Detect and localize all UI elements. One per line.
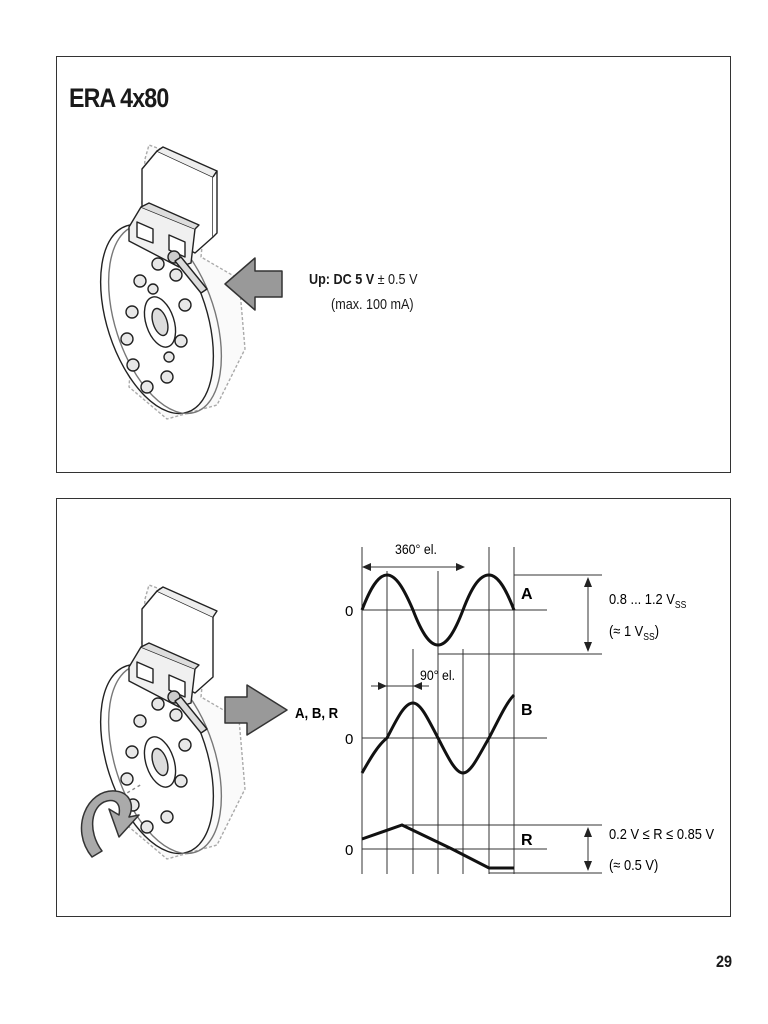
zero-label-b: 0 xyxy=(345,731,353,748)
period-label: 360° el. xyxy=(395,541,437,557)
supply-label: Up: xyxy=(309,271,330,288)
zero-label-a: 0 xyxy=(345,603,353,620)
output-arrow-icon xyxy=(224,684,288,736)
level-lines xyxy=(362,574,602,874)
signal-b-curve xyxy=(360,693,516,775)
rotation-arrow-icon xyxy=(80,790,140,858)
supply-arrow-icon xyxy=(224,257,283,311)
ab-nominal-spec: (≈ 1 VSS) xyxy=(609,622,659,642)
r-nominal-spec: (≈ 0.5 V) xyxy=(609,856,658,873)
period-dimension xyxy=(362,563,465,571)
phase-label: 90° el. xyxy=(420,667,455,683)
supply-panel: ERA 4x80 xyxy=(56,56,731,473)
ab-amplitude-arrow xyxy=(584,577,592,652)
ab-amplitude-spec: 0.8 ... 1.2 VSS xyxy=(609,590,686,610)
page-title: ERA 4x80 xyxy=(69,83,169,113)
r-range-spec: 0.2 V ≤ R ≤ 0.85 V xyxy=(609,825,715,842)
output-label: A, B, R xyxy=(295,704,338,721)
signal-b-label: B xyxy=(521,702,533,719)
zero-label-r: 0 xyxy=(345,842,353,859)
encoder-illustration xyxy=(99,584,246,860)
signal-a-label: A xyxy=(521,586,533,603)
signal-panel: A, B, R 360° el. xyxy=(56,498,731,917)
supply-tolerance: ± 0.5 V xyxy=(377,271,418,288)
r-range-arrow xyxy=(584,827,592,871)
supply-spec: Up: DC 5 V ± 0.5 V (max. 100 mA) xyxy=(309,267,438,317)
page-number: 29 xyxy=(716,952,733,971)
supply-value: DC 5 V xyxy=(333,271,375,288)
phase-dimension xyxy=(371,682,429,690)
encoder-illustration xyxy=(99,144,283,420)
supply-current: (max. 100 mA) xyxy=(331,296,414,313)
signal-r-curve xyxy=(361,823,514,870)
signal-diagram: A, B, R 360° el. xyxy=(80,541,715,874)
signal-r-label: R xyxy=(521,832,533,849)
signal-a-curve xyxy=(360,573,516,647)
